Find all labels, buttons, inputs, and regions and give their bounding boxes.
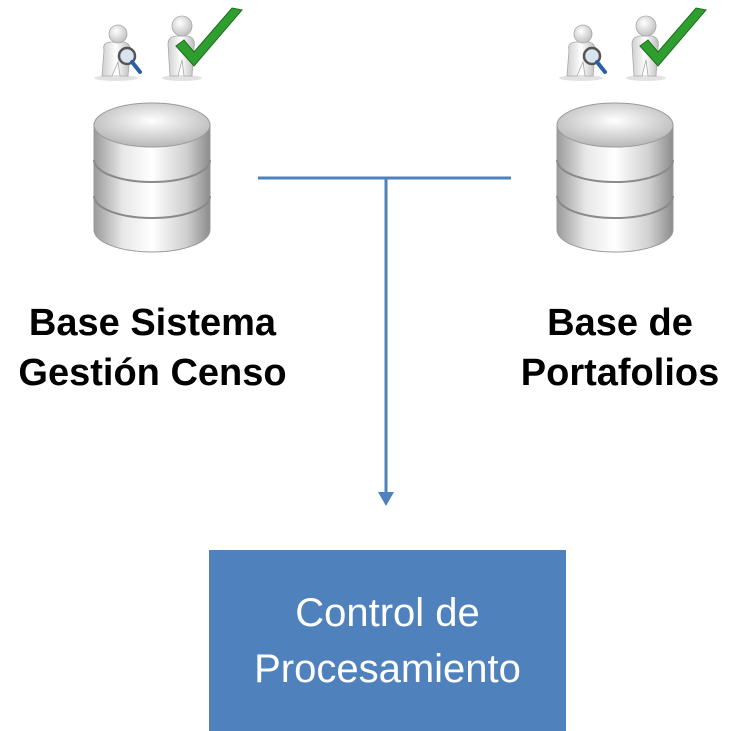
- process-label-line1: Control de: [295, 590, 480, 635]
- right-database-label-line2: Portafolios: [520, 352, 720, 394]
- connector-arrowhead: [378, 492, 394, 506]
- connector: [258, 176, 511, 506]
- left-database-label: Base Sistema Gestión Censo: [0, 298, 305, 398]
- process-label-line2: Procesamiento: [254, 646, 521, 691]
- right-database-label-line1: Base de: [547, 302, 693, 344]
- process-box: Control de Procesamiento: [209, 550, 566, 731]
- right-database-label: Base de Portafolios: [500, 298, 730, 398]
- left-database-label-line2: Gestión Censo: [18, 352, 287, 394]
- right-database-icon: [556, 102, 674, 253]
- left-database-icon: [93, 102, 211, 253]
- right-checkmark-figure-icon: [626, 7, 707, 81]
- left-magnifier-figure-icon: [94, 24, 142, 81]
- left-checkmark-figure-icon: [162, 7, 243, 81]
- right-magnifier-figure-icon: [559, 24, 607, 81]
- left-database-label-line1: Base Sistema: [28, 302, 277, 344]
